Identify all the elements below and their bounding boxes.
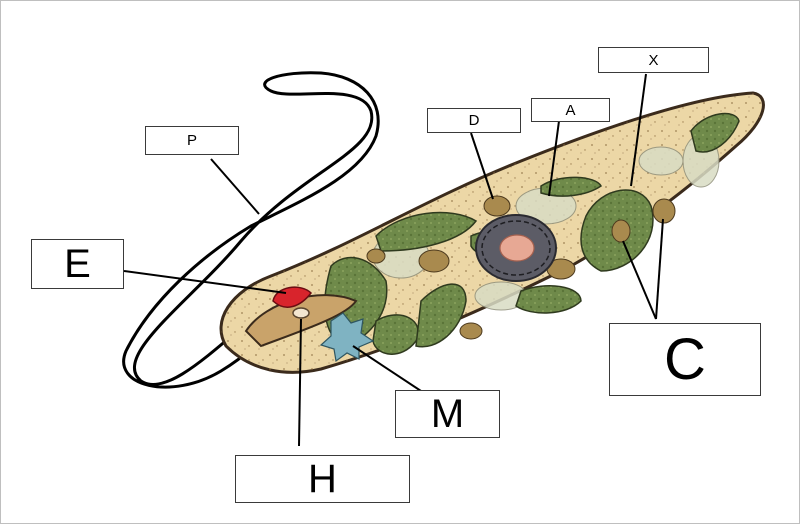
label-X: X bbox=[598, 47, 709, 73]
pointer-A bbox=[548, 120, 560, 197]
label-C: C bbox=[609, 323, 761, 396]
nucleolus bbox=[499, 234, 535, 262]
pointer-M bbox=[352, 345, 422, 392]
pointer-X bbox=[630, 73, 647, 187]
label-M: M bbox=[395, 390, 500, 438]
pointer-D bbox=[470, 132, 494, 200]
label-A: A bbox=[531, 98, 610, 122]
pointer-P bbox=[210, 158, 260, 215]
pointer-C1 bbox=[622, 240, 657, 320]
pointer-lines bbox=[123, 73, 664, 447]
label-H: H bbox=[235, 455, 410, 503]
label-D: D bbox=[427, 108, 521, 133]
flagellum bbox=[122, 71, 380, 389]
pointer-E bbox=[123, 270, 287, 294]
nucleus bbox=[475, 214, 557, 282]
pointer-H bbox=[298, 318, 302, 447]
label-E: E bbox=[31, 239, 124, 289]
contractile-vacuole bbox=[319, 312, 375, 363]
pointer-C2 bbox=[655, 218, 664, 320]
label-P: P bbox=[145, 126, 239, 155]
photoreceptor bbox=[292, 307, 310, 319]
